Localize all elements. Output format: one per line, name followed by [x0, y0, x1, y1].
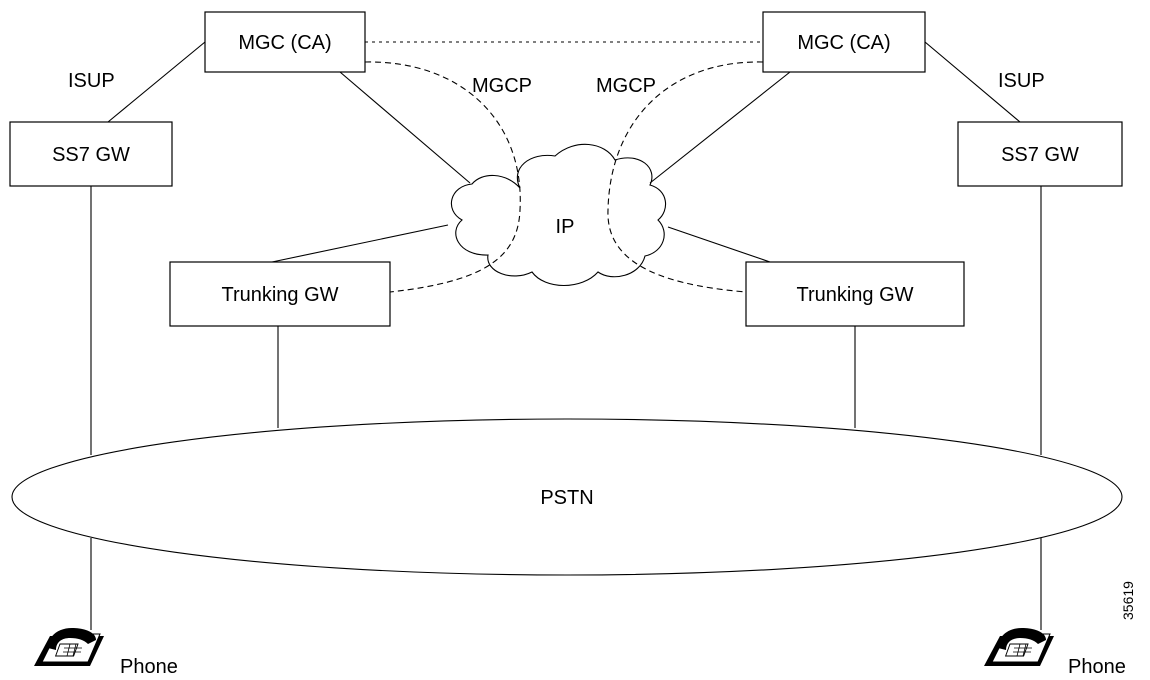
phone-right: Phone [984, 628, 1126, 678]
trunk-right-label: Trunking GW [796, 284, 913, 306]
trunk-left-box: Trunking GW [169, 261, 391, 327]
mgc-right-label: MGC (CA) [797, 32, 890, 54]
mgc-left-label: MGC (CA) [238, 32, 331, 54]
isup-right-label: ISUP [998, 70, 1045, 92]
telephone-icon [984, 628, 1054, 666]
trunk-left-label: Trunking GW [221, 284, 338, 306]
phone-right-label: Phone [1068, 656, 1126, 678]
phone-left-label: Phone [120, 656, 178, 678]
mgcp-left-label: MGCP [472, 75, 532, 97]
phone-left: Phone [34, 628, 178, 678]
ss7-right-box: SS7 GW [957, 121, 1123, 187]
connectors [90, 41, 1042, 630]
pstn-ellipse: PSTN [11, 418, 1123, 576]
mgcp-right-label: MGCP [596, 75, 656, 97]
mgc-right-to-ip [649, 71, 791, 184]
telephone-icon [34, 628, 104, 666]
figure-id: 35619 [1120, 581, 1136, 620]
trunk-right-box: Trunking GW [745, 261, 965, 327]
mgc-left-to-ip [339, 71, 471, 184]
isup-left-label: ISUP [68, 70, 115, 92]
mgcp-left-curve-top [364, 61, 521, 293]
pstn-label: PSTN [540, 487, 593, 509]
ip-cloud-icon: IP [450, 143, 667, 287]
ss7-right-label: SS7 GW [1001, 144, 1079, 166]
mgc-left-box: MGC (CA) [204, 11, 366, 73]
trunk-right-to-ip [667, 226, 771, 263]
isup-link-right [924, 41, 1021, 123]
mgcp-right-curve-top [607, 61, 764, 293]
isup-link-left [107, 41, 206, 123]
ip-cloud-label: IP [556, 216, 575, 238]
mgc-right-box: MGC (CA) [762, 11, 926, 73]
ss7-left-label: SS7 GW [52, 144, 130, 166]
trunk-left-to-ip [271, 224, 449, 263]
ss7-left-box: SS7 GW [9, 121, 173, 187]
